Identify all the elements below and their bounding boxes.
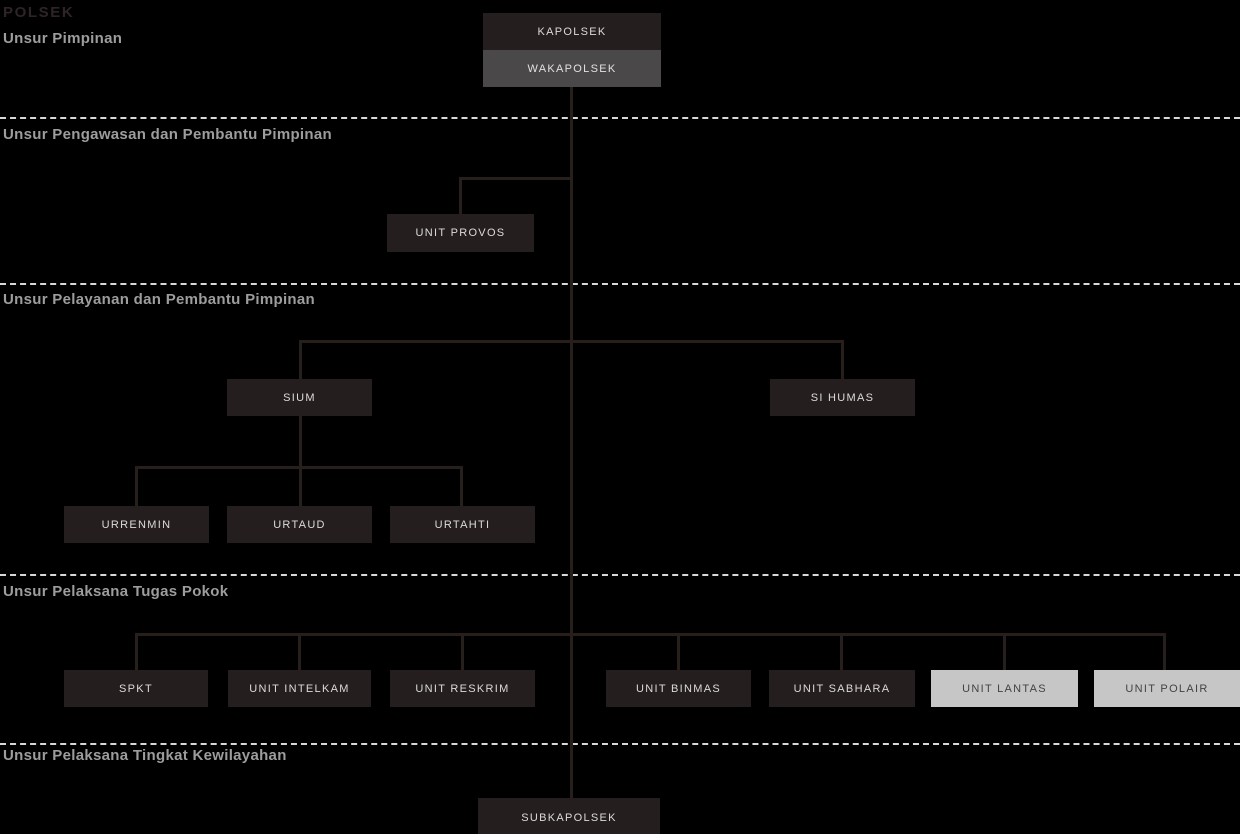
- section-label-tugas-pokok: Unsur Pelaksana Tugas Pokok: [3, 583, 229, 600]
- connector-urrenmin-drop: [135, 466, 138, 506]
- section-divider: [0, 283, 1240, 285]
- connector-sium-down: [299, 416, 302, 466]
- node-unit-provos: UNIT PROVOS: [387, 214, 534, 252]
- node-urrenmin: URRENMIN: [64, 506, 209, 543]
- connector-provos-h: [459, 177, 573, 180]
- node-spkt: SPKT: [64, 670, 208, 707]
- node-wakapolsek: WAKAPOLSEK: [483, 50, 661, 87]
- node-si-humas: SI HUMAS: [770, 379, 915, 416]
- connector-reskrim-drop: [461, 633, 464, 670]
- connector-pokok-h: [135, 633, 1166, 636]
- connector-binmas-drop: [677, 633, 680, 670]
- connector-pelayanan-h: [299, 340, 844, 343]
- node-unit-binmas: UNIT BINMAS: [606, 670, 751, 707]
- connector-lantas-drop: [1003, 633, 1006, 670]
- connector-sabhara-drop: [840, 633, 843, 670]
- connector-trunk: [570, 87, 573, 798]
- connector-spkt-drop: [135, 633, 138, 670]
- section-divider: [0, 117, 1240, 119]
- node-sium: SIUM: [227, 379, 372, 416]
- node-kapolsek: KAPOLSEK: [483, 13, 661, 50]
- section-divider: [0, 743, 1240, 745]
- connector-provos-drop: [459, 177, 462, 214]
- node-unit-reskrim: UNIT RESKRIM: [390, 670, 535, 707]
- node-unit-sabhara: UNIT SABHARA: [769, 670, 915, 707]
- connector-polair-drop: [1163, 633, 1166, 670]
- connector-sium-drop: [299, 340, 302, 379]
- section-label-pimpinan: Unsur Pimpinan: [3, 30, 123, 47]
- node-urtaud: URTAUD: [227, 506, 372, 543]
- node-subkapolsek: SUBKAPOLSEK: [478, 798, 660, 834]
- connector-intelkam-drop: [298, 633, 301, 670]
- connector-urtaud-drop: [299, 466, 302, 506]
- section-label-kewilayahan: Unsur Pelaksana Tingkat Kewilayahan: [3, 747, 287, 764]
- node-unit-polair: UNIT POLAIR: [1094, 670, 1240, 707]
- page-title: POLSEK: [3, 4, 75, 21]
- node-urtahti: URTAHTI: [390, 506, 535, 543]
- node-unit-intelkam: UNIT INTELKAM: [228, 670, 371, 707]
- section-label-pelayanan: Unsur Pelayanan dan Pembantu Pimpinan: [3, 291, 316, 308]
- connector-sihumas-drop: [841, 340, 844, 379]
- section-divider: [0, 574, 1240, 576]
- node-unit-lantas: UNIT LANTAS: [931, 670, 1078, 707]
- section-label-pengawasan: Unsur Pengawasan dan Pembantu Pimpinan: [3, 126, 332, 143]
- connector-urtahti-drop: [460, 466, 463, 506]
